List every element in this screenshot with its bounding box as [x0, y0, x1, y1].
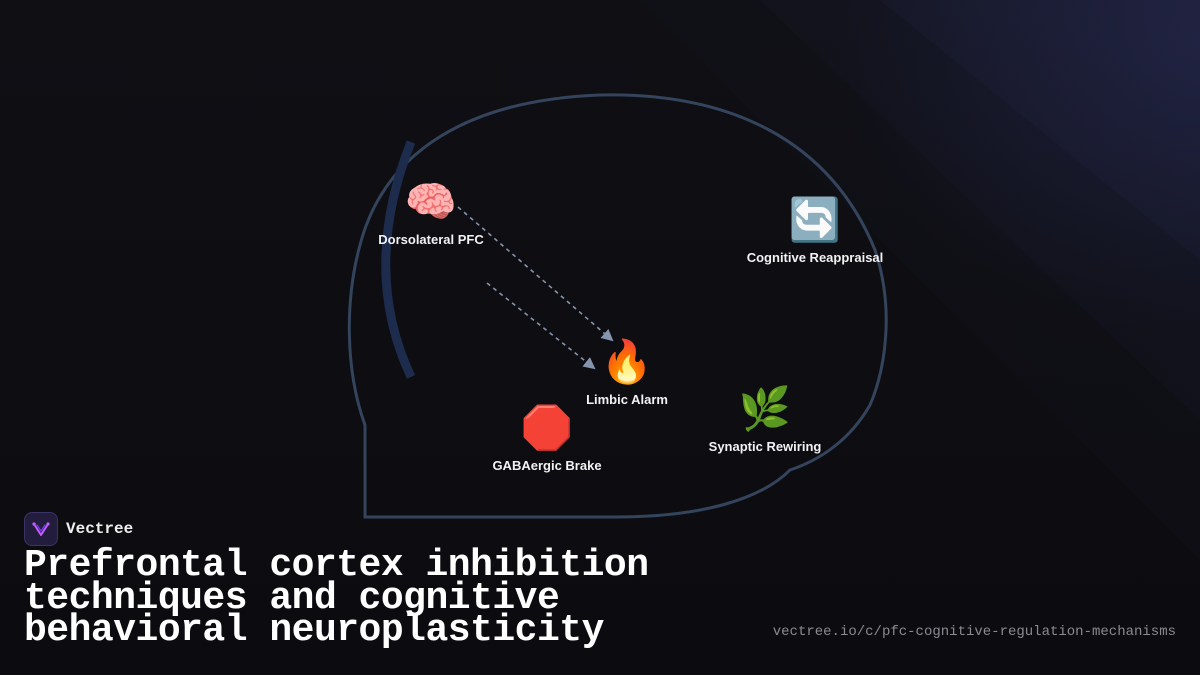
cortex-arc	[381, 140, 416, 379]
brand-name: Vectree	[66, 520, 134, 538]
brain-icon: 🧠	[404, 178, 458, 225]
node-synaptic-rewiring: 🌿 Synaptic Rewiring	[709, 383, 822, 454]
page-title: Prefrontal cortex inhibition techniques …	[24, 544, 649, 652]
arrow-gaba-to-limbic	[486, 282, 596, 370]
brand: Vectree	[24, 512, 133, 546]
herb-icon: 🌿	[738, 385, 792, 432]
node-label: Cognitive Reappraisal	[746, 250, 884, 265]
node-cognitive-reappraisal: 🔄 Cognitive Reappraisal	[747, 194, 884, 265]
node-limbic-alarm: 🔥 Limbic Alarm	[586, 336, 668, 407]
node-label: GABAergic Brake	[492, 458, 602, 473]
head-outline	[347, 93, 888, 519]
node-label: Dorsolateral PFC	[378, 232, 484, 247]
node-dorsolateral-pfc: 🧠 Dorsolateral PFC	[378, 176, 483, 247]
stop-sign-icon: 🛑	[520, 404, 574, 451]
fire-icon: 🔥	[600, 338, 654, 385]
node-label: Synaptic Rewiring	[708, 439, 822, 454]
arrow-dlpfc-to-limbic	[457, 206, 614, 342]
vectree-v-logo-icon	[32, 522, 50, 536]
cycle-arrows-icon: 🔄	[788, 196, 842, 243]
vectree-logo	[24, 512, 58, 546]
node-label: Limbic Alarm	[586, 392, 668, 407]
node-gabaergic-brake: 🛑 GABAergic Brake	[492, 402, 601, 473]
page-url[interactable]: vectree.io/c/pfc-cognitive-regulation-me…	[772, 624, 1176, 640]
